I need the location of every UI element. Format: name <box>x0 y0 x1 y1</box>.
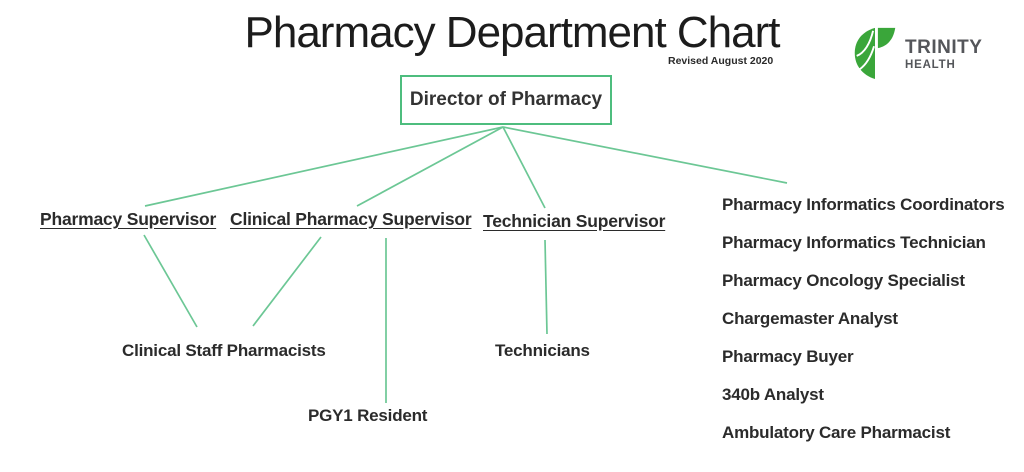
connector-director-to-clinical-pharmacy-supervisor <box>356 126 504 207</box>
director-label: Director of Pharmacy <box>409 89 603 110</box>
connector-director-to-technician-supervisor <box>502 126 546 209</box>
connector-director-to-right-reports <box>502 126 788 184</box>
connector-pharmacy-supervisor-to-clinical-staff <box>143 234 198 328</box>
report-item-informatics-coordinators: Pharmacy Informatics Coordinators <box>722 195 1005 214</box>
connector-director-to-pharmacy-supervisor <box>144 126 504 207</box>
report-item-pharmacy-buyer: Pharmacy Buyer <box>722 347 854 366</box>
brand-name: TRINITY <box>905 37 983 58</box>
technicians-node: Technicians <box>495 341 590 360</box>
trinity-leaf-icon <box>854 27 896 80</box>
connector-technician-supervisor-to-technicians <box>544 239 548 335</box>
clinical-pharmacy-supervisor-node: Clinical Pharmacy Supervisor <box>230 209 472 229</box>
pharmacy-supervisor-node: Pharmacy Supervisor <box>40 209 217 229</box>
director-right-reports-list: Pharmacy Informatics Coordinators Pharma… <box>722 186 1005 452</box>
clinical-staff-pharmacists-node: Clinical Staff Pharmacists <box>122 341 326 360</box>
report-item-chargemaster-analyst: Chargemaster Analyst <box>722 309 898 328</box>
pgy1-resident-node: PGY1 Resident <box>308 406 428 425</box>
technician-supervisor-node: Technician Supervisor <box>483 211 666 231</box>
report-item-ambulatory-care-pharmacist: Ambulatory Care Pharmacist <box>722 423 951 442</box>
revised-date-note: Revised August 2020 <box>668 55 774 67</box>
brand-wordmark: TRINITY HEALTH <box>905 38 982 72</box>
connector-clinical-supervisor-to-clinical-staff <box>252 236 322 327</box>
report-item-oncology-specialist: Pharmacy Oncology Specialist <box>722 271 965 290</box>
director-of-pharmacy-node: Director of Pharmacy <box>400 75 612 125</box>
trinity-health-logo: TRINITY HEALTH <box>853 26 982 80</box>
brand-subname: HEALTH <box>905 59 956 71</box>
report-item-informatics-technician: Pharmacy Informatics Technician <box>722 233 986 252</box>
report-item-340b-analyst: 340b Analyst <box>722 385 824 404</box>
page-title: Pharmacy Department Chart <box>244 8 781 57</box>
